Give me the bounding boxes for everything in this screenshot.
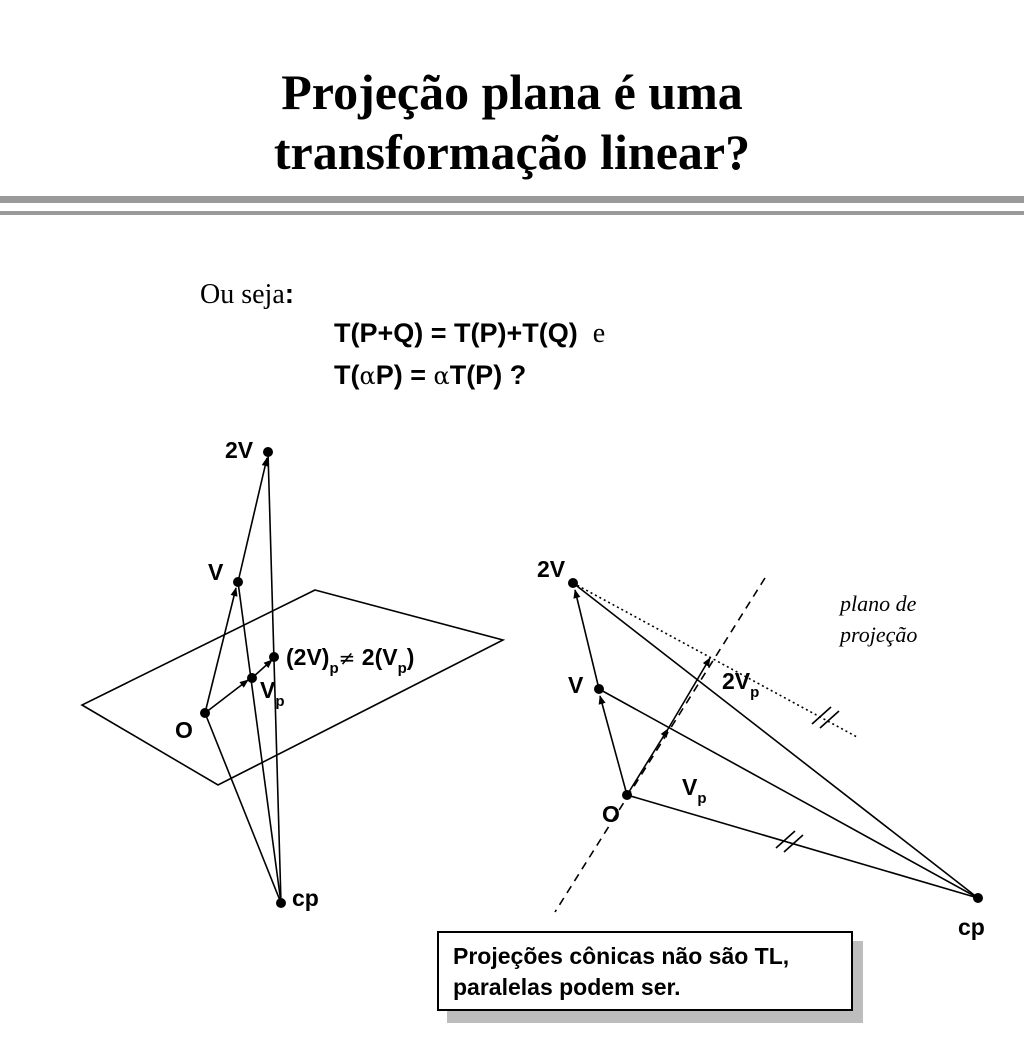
right-label-cp: cp xyxy=(958,914,985,940)
left-label-v: V xyxy=(208,559,224,585)
right-line-v-to-2v xyxy=(573,589,600,690)
left-point-2v xyxy=(263,447,273,457)
right-diagram: 2V V O cp 2Vp Vp plano de projeção xyxy=(537,556,985,940)
note-line-1: Projeções cônicas não são TL, xyxy=(453,943,790,969)
slide-title: Projeção plana é uma transformação linea… xyxy=(0,62,1024,182)
right-line-cp-to-v xyxy=(598,688,979,899)
alpha-symbol-1: α xyxy=(359,362,376,390)
parallel-mark-upper-2 xyxy=(819,710,840,729)
right-dotted-parallel xyxy=(572,582,858,738)
parallel-mark-lower-1 xyxy=(775,830,796,849)
title-rule-thin xyxy=(0,211,1024,215)
title-rule-thick xyxy=(0,196,1024,203)
right-line-vp-to-2vp xyxy=(667,657,711,730)
equation-additivity: T(P+Q) = T(P)+T(Q) e xyxy=(334,318,605,350)
left-point-v xyxy=(233,577,243,587)
right-line-o-to-vp xyxy=(626,728,669,796)
alpha-symbol-2: α xyxy=(433,362,450,390)
left-projection-plane xyxy=(80,589,506,786)
left-point-o xyxy=(200,708,210,718)
right-label-2v: 2V xyxy=(537,556,566,582)
right-line-o-to-v xyxy=(598,695,628,796)
right-point-cp xyxy=(973,893,983,903)
parallel-mark-upper-1 xyxy=(811,706,832,725)
right-label-o: O xyxy=(602,801,620,827)
left-diagram: 2V V O cp Vp (2V)p≠ 2(Vp) xyxy=(80,437,506,911)
eq2-part-a: T( xyxy=(334,360,360,390)
intro-text: Ou seja: xyxy=(200,278,294,311)
left-point-2vp xyxy=(269,652,279,662)
right-label-2vp: 2Vp xyxy=(722,668,759,701)
right-projection-plane-line xyxy=(554,577,766,913)
parallel-mark-lower-2 xyxy=(783,834,804,853)
equation-homogeneity: T(αP) = αT(P) ? xyxy=(334,360,526,391)
equation-connector: e xyxy=(592,318,606,349)
note-line-2: paralelas podem ser. xyxy=(453,974,681,1000)
right-point-o xyxy=(622,790,632,800)
left-label-cp: cp xyxy=(292,885,319,911)
right-point-2v xyxy=(568,578,578,588)
left-point-cp xyxy=(276,898,286,908)
left-line-cp-to-2v xyxy=(267,451,282,904)
right-label-v: V xyxy=(568,672,584,698)
left-point-vp xyxy=(247,673,257,683)
right-point-v xyxy=(594,684,604,694)
left-line-v-to-2v xyxy=(237,457,269,583)
left-label-inequality: (2V)p≠ 2(Vp) xyxy=(286,644,414,677)
intro-label: Ou seja xyxy=(200,279,285,310)
plane-label-line-1: plano de xyxy=(838,591,917,616)
left-line-cp-to-o xyxy=(204,712,282,904)
intro-colon: : xyxy=(284,278,295,309)
right-line-cp-to-o xyxy=(626,794,979,899)
left-label-2v: 2V xyxy=(225,437,254,463)
title-line-2: transformação linear? xyxy=(273,124,751,180)
right-line-cp-to-2v xyxy=(572,582,979,899)
equation-additivity-text: T(P+Q) = T(P)+T(Q) xyxy=(334,318,578,348)
eq2-part-b: P) = xyxy=(375,360,434,390)
eq2-part-c: T(P) ? xyxy=(449,360,527,390)
conclusion-note-box: Projeções cônicas não são TL, paralelas … xyxy=(437,931,853,1011)
plane-label-line-2: projeção xyxy=(838,622,917,647)
left-line-cp-to-v xyxy=(237,581,282,904)
left-label-vp: Vp xyxy=(260,677,285,710)
right-label-vp: Vp xyxy=(682,774,707,807)
left-line-o-to-v xyxy=(204,587,238,714)
left-line-o-to-vp xyxy=(204,679,249,714)
title-line-1: Projeção plana é uma xyxy=(281,64,743,120)
left-label-o: O xyxy=(175,717,193,743)
